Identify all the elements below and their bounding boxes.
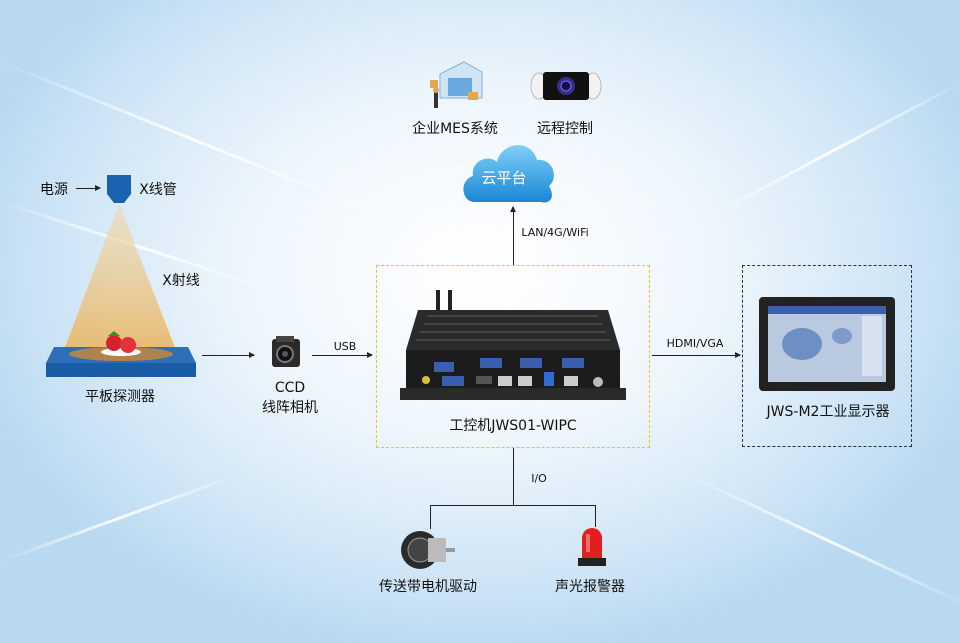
network-arrow (510, 206, 516, 265)
monitor-box (742, 265, 912, 447)
mes-label: 企业MES系统 (412, 121, 498, 137)
cloud-label: 云平台 (481, 169, 527, 187)
light-streak (679, 470, 960, 609)
alarm-label: 声光报警器 (555, 579, 625, 595)
industrial-pc-image (400, 290, 626, 400)
xray-label: X射线 (162, 273, 200, 289)
light-streak (699, 79, 960, 223)
xray-beam (64, 204, 176, 350)
io-line (513, 448, 514, 505)
industrial-monitor-image (759, 297, 895, 391)
light-streak (0, 471, 245, 563)
ccd-camera-icon (272, 336, 300, 367)
cloud-icon (463, 145, 554, 203)
usb-arrow (312, 352, 373, 358)
camera-label-line1: CCD (274, 380, 306, 396)
detector-label: 平板探测器 (85, 389, 155, 405)
monitor-label: JWS-M2工业显示器 (766, 404, 890, 420)
conveyor-motor-icon (401, 531, 455, 569)
ipc-box (376, 265, 650, 448)
display-arrow (652, 352, 741, 358)
alarm-light-icon (578, 528, 606, 566)
mes-factory-icon (430, 61, 483, 108)
motor-label: 传送带电机驱动 (379, 579, 477, 595)
remote-control-icon (530, 72, 602, 100)
ipc-label: 工控机JWS01-WIPC (449, 418, 577, 434)
usb-label: USB (333, 340, 357, 353)
io-alarm-line (595, 505, 596, 527)
io-label: I/O (531, 472, 547, 485)
detector-to-camera-arrow (202, 352, 255, 358)
display-link-label: HDMI/VGA (666, 337, 724, 350)
io-branch-line (430, 505, 596, 506)
flat-panel-detector (46, 331, 196, 377)
io-motor-line (430, 505, 431, 529)
xray-tube-label: X线管 (139, 182, 177, 198)
power-arrow (76, 185, 101, 191)
network-label: LAN/4G/WiFi (521, 226, 589, 239)
remote-label: 远程控制 (537, 121, 593, 137)
xray-tube-icon (107, 175, 131, 203)
power-label: 电源 (40, 182, 68, 198)
camera-label-line2: 线阵相机 (262, 400, 318, 416)
